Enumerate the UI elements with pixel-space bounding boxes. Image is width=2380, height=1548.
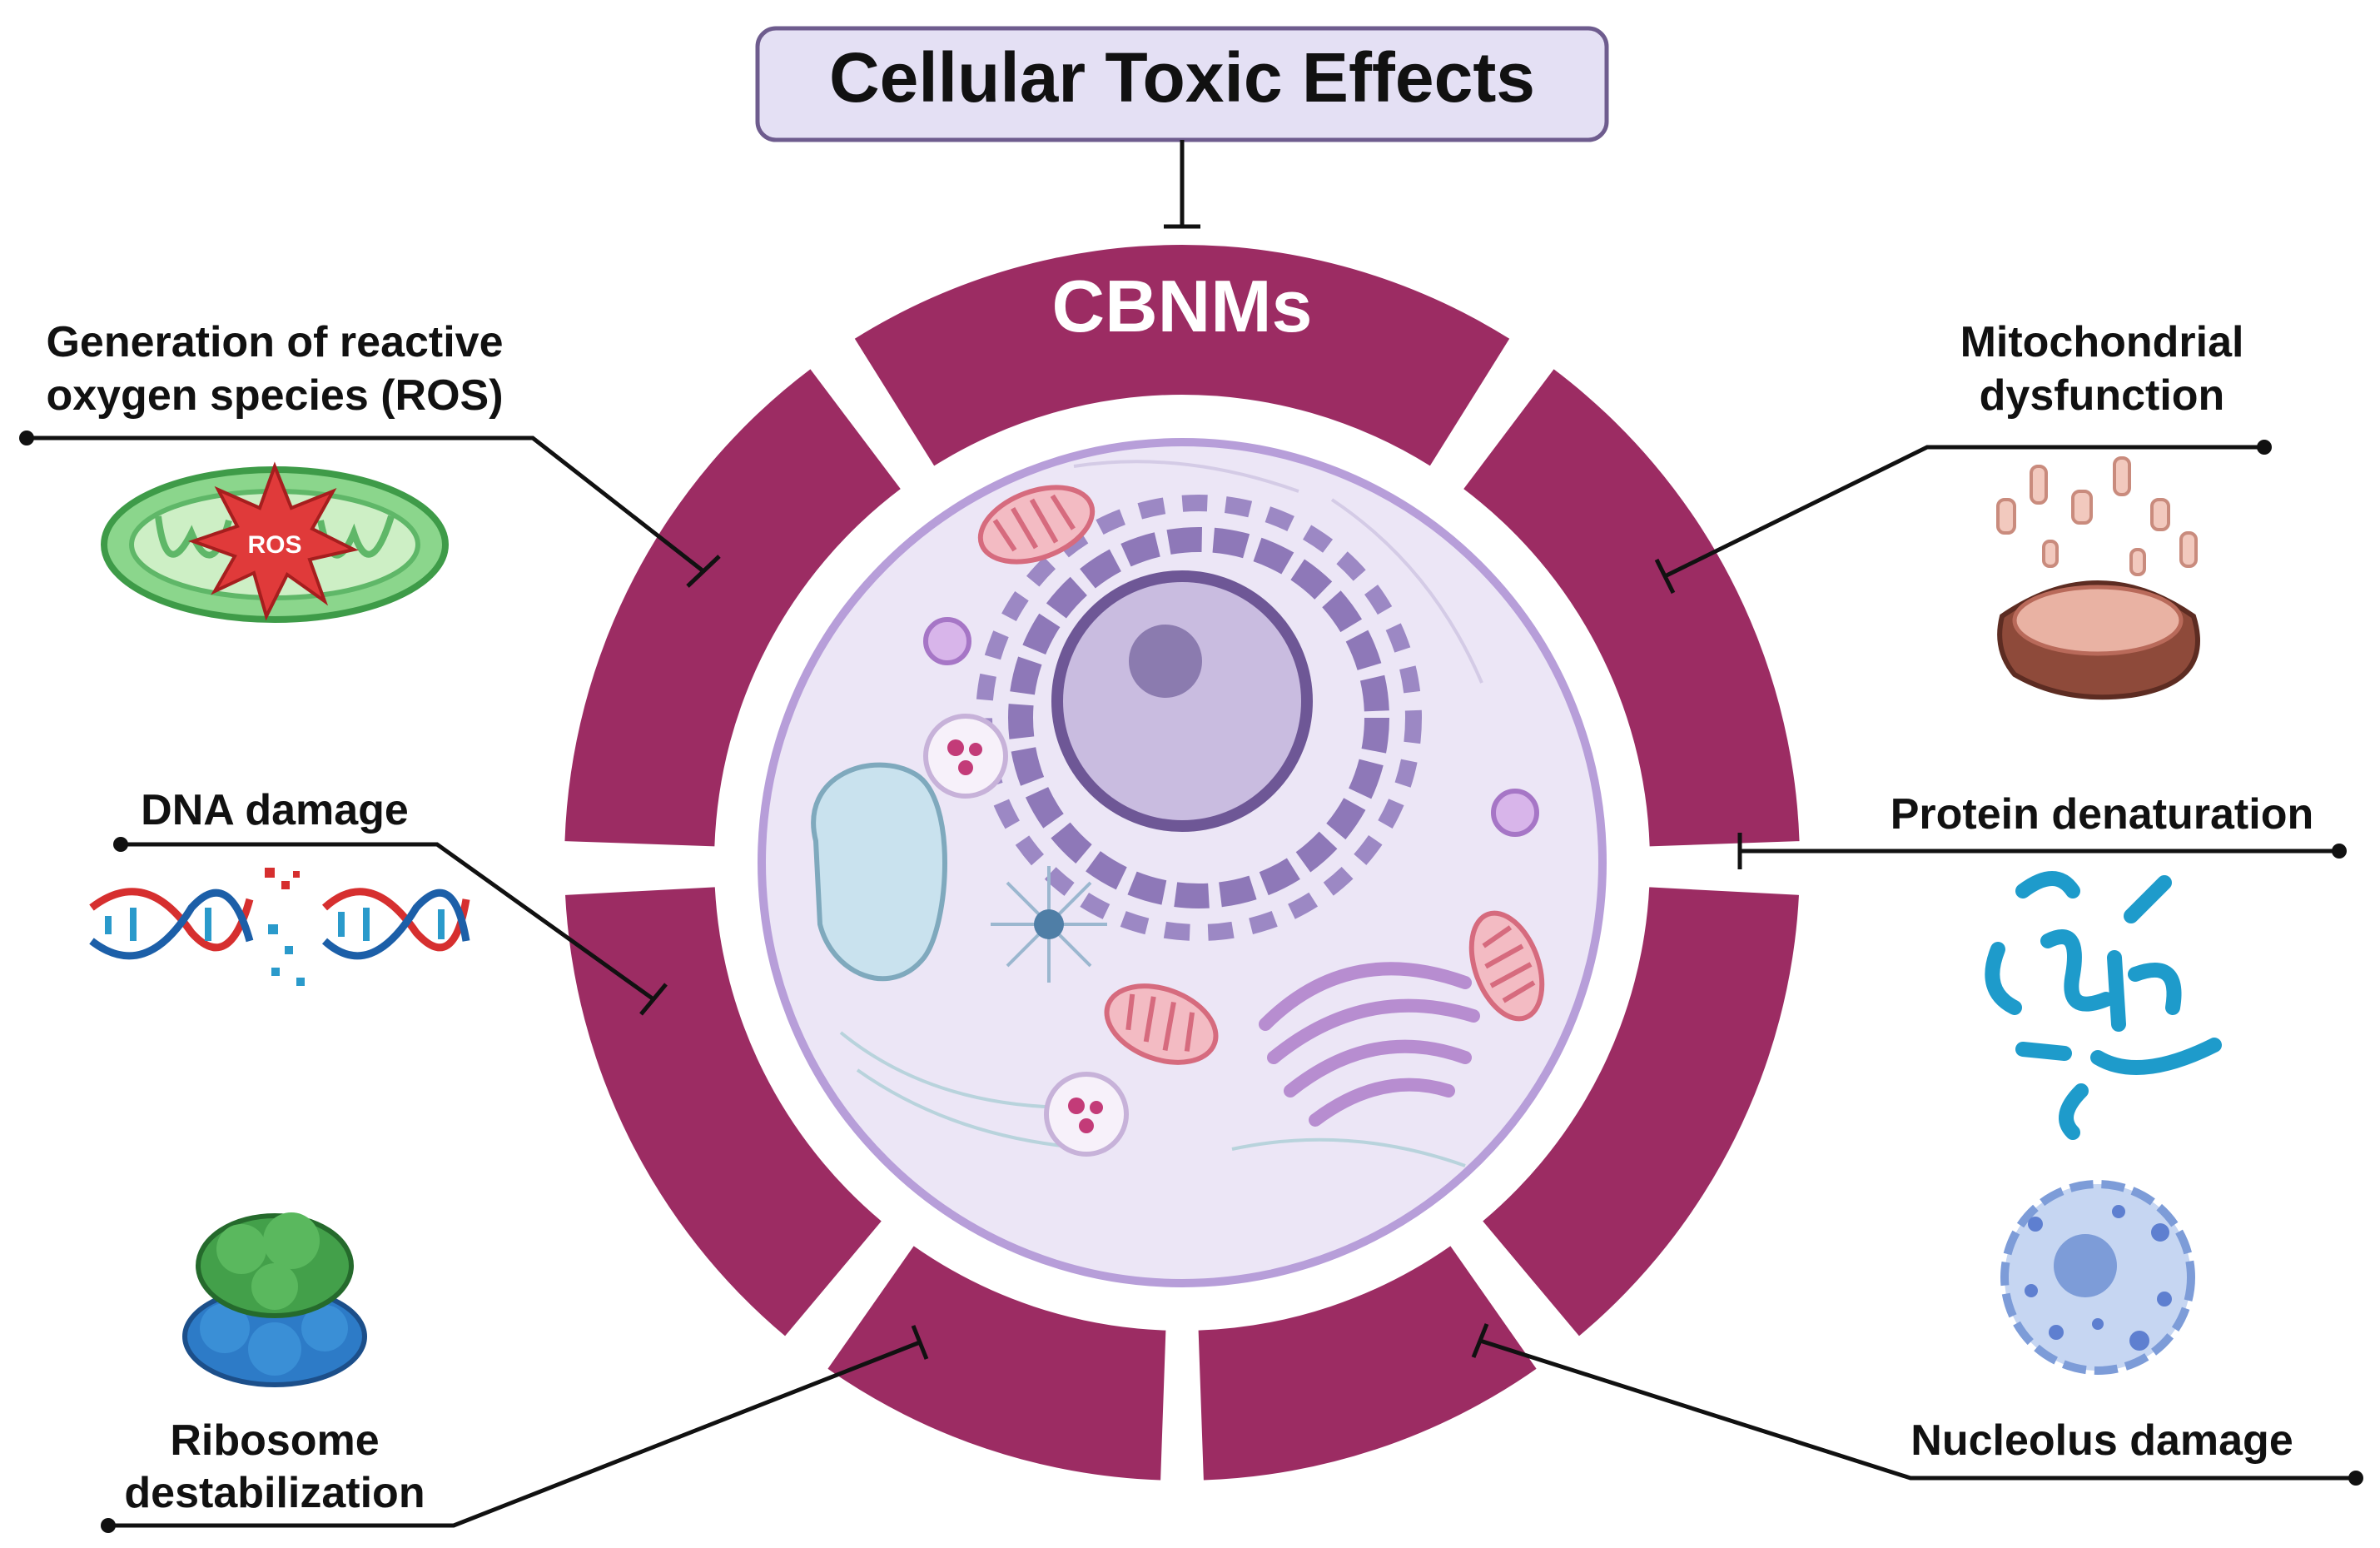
ros-label-line2: oxygen species (ROS) <box>46 371 503 420</box>
centrosome <box>991 866 1107 983</box>
nucleolus-label: Nucleolus damage <box>1910 1416 2293 1465</box>
lysosome-2 <box>1044 1072 1129 1157</box>
ros-badge: ROS <box>247 531 301 559</box>
ring-segment-upper-right <box>1463 369 1800 847</box>
ring-segment-bottom-left <box>827 1246 1166 1481</box>
title-box: Cellular Toxic Effects <box>755 26 1609 142</box>
ros-label-line1: Generation of reactive <box>46 318 503 366</box>
effect-dna-damage: DNA damage <box>89 786 668 1016</box>
vesicle-1 <box>923 617 971 665</box>
cell-mitochondrion-3 <box>1468 910 1545 1022</box>
nucleus <box>1051 570 1313 832</box>
effect-ribosome: Ribosome destabilization <box>101 1212 929 1533</box>
dna-damage-icon <box>89 868 470 986</box>
denatured-protein-icon <box>1985 871 2222 1140</box>
cell-illustration <box>758 438 1607 1287</box>
cell-mitochondrion-1 <box>977 485 1096 565</box>
ring-segment-lower-right <box>1483 887 1799 1336</box>
diagram-title: Cellular Toxic Effects <box>829 38 1535 117</box>
lysosome-1 <box>923 714 1008 799</box>
ring-segment-lower-left <box>565 887 882 1336</box>
mitochondrion-ros-icon: ROS <box>101 461 449 623</box>
ribosome-label-line1: Ribosome <box>170 1416 379 1465</box>
vacuole <box>811 762 947 982</box>
cbnms-ring <box>564 245 1800 1481</box>
mito-label-line2: dysfunction <box>1980 371 2225 420</box>
damaged-mitochondrion-icon <box>1996 456 2200 700</box>
ring-segment-bottom-right <box>1198 1246 1537 1481</box>
dna-label: DNA damage <box>141 786 409 834</box>
effect-protein-denaturation: Protein denaturation <box>1737 790 2347 1140</box>
ring-segment-top <box>854 245 1510 466</box>
golgi-apparatus <box>1259 962 1480 1127</box>
ribosome-label-line2: destabilization <box>124 1469 425 1517</box>
vesicle-2 <box>1491 789 1539 837</box>
ring-segment-upper-left <box>564 369 901 847</box>
nucleolus-icon <box>2000 1180 2195 1375</box>
ring-label: CBNMs <box>1052 265 1313 347</box>
ribosome-icon <box>182 1212 367 1387</box>
effect-ros: Generation of reactive oxygen species (R… <box>19 318 721 623</box>
mito-label-line1: Mitochondrial <box>1960 318 2244 366</box>
effect-nucleolus-damage: Nucleolus damage <box>1471 1180 2363 1486</box>
effect-mitochondrial-dysfunction: Mitochondrial dysfunction <box>1654 318 2272 700</box>
protein-label: Protein denaturation <box>1891 790 2313 839</box>
cell-mitochondrion-2 <box>1104 983 1219 1065</box>
nucleolus-in-cell <box>1129 625 1202 698</box>
